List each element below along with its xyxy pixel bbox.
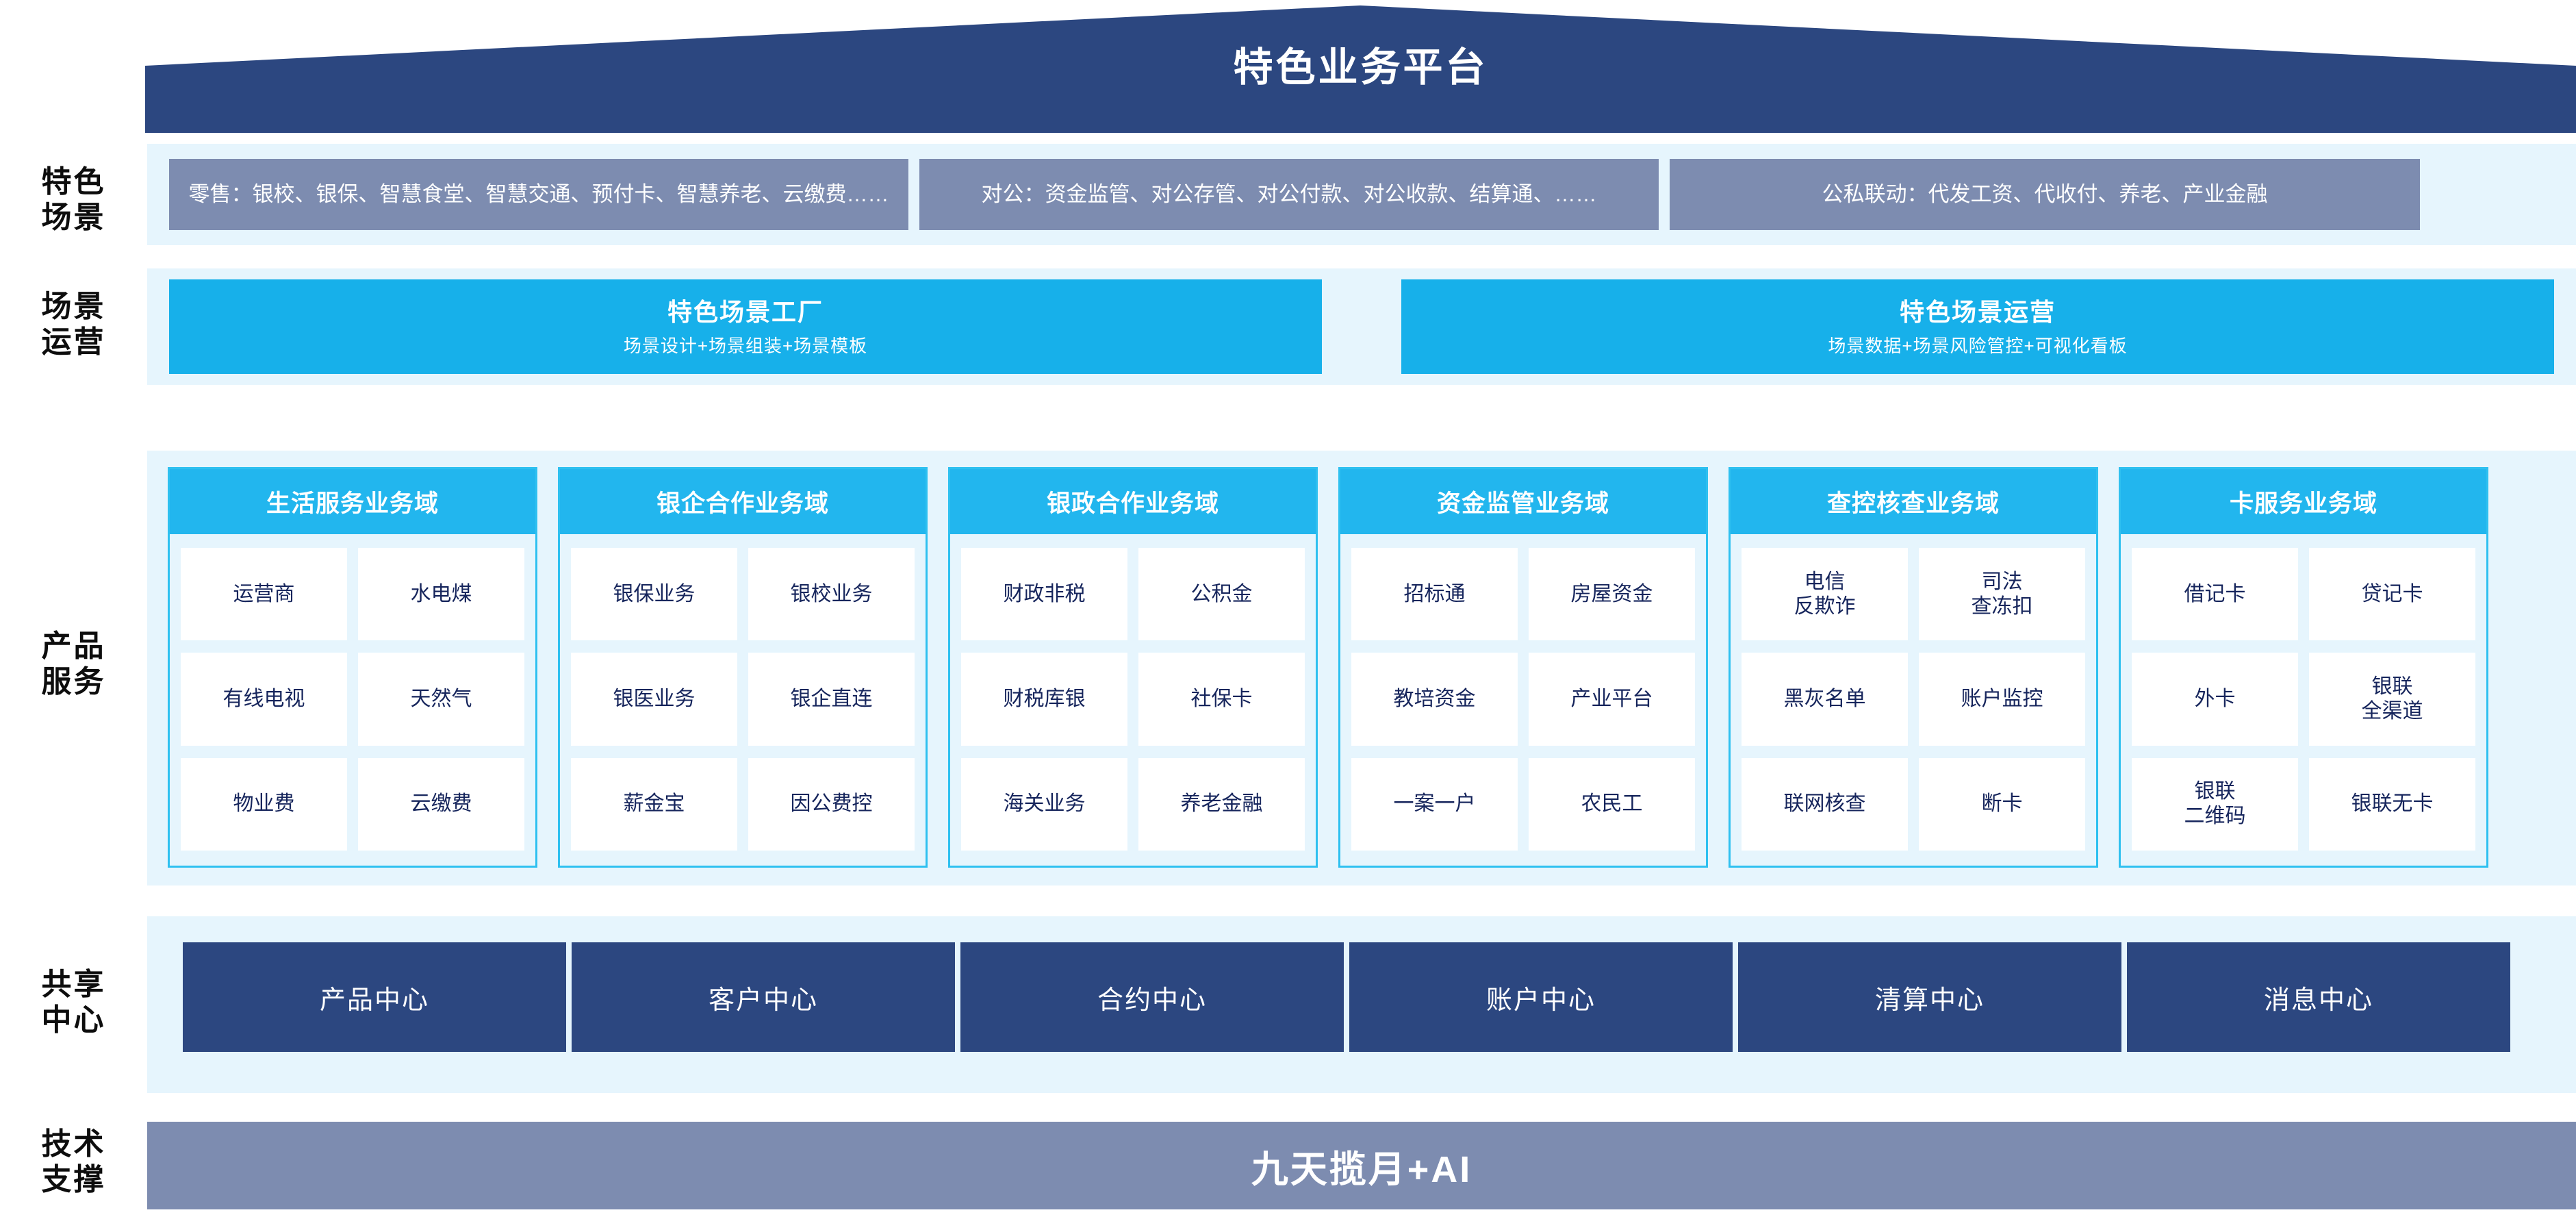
shared-center-band: 产品中心 客户中心 合约中心 账户中心 清算中心 消息中心 <box>147 916 2576 1093</box>
product-band: 生活服务业务域 运营商 水电煤 有线电视 天然气 物业费 云缴费 银企合作业务域… <box>147 451 2576 885</box>
product-column-life-service: 生活服务业务域 运营商 水电煤 有线电视 天然气 物业费 云缴费 <box>168 467 537 868</box>
rail-label-product-line2: 服务 <box>41 664 106 699</box>
operation-box-scene-operation-title: 特色场景运营 <box>1899 297 2056 326</box>
rail-label-product: 产品 服务 <box>7 629 140 700</box>
rail-label-tech-line1: 技术 <box>41 1127 106 1161</box>
product-grid: 运营商 水电煤 有线电视 天然气 物业费 云缴费 <box>170 534 535 866</box>
product-column-life-service-title: 生活服务业务域 <box>170 469 535 534</box>
product-column-fund-supervision: 资金监管业务域 招标通 房屋资金 教培资金 产业平台 一案一户 农民工 <box>1338 467 1708 868</box>
operation-box-scene-factory-title: 特色场景工厂 <box>667 297 824 326</box>
product-item[interactable]: 农民工 <box>1529 757 1695 851</box>
product-column-bank-government: 银政合作业务域 财政非税 公积金 财税库银 社保卡 海关业务 养老金融 <box>948 467 1318 868</box>
product-item[interactable]: 贷记卡 <box>2309 548 2475 641</box>
operation-box-scene-operation[interactable]: 特色场景运营 场景数据+场景风险管控+可视化看板 <box>1401 279 2554 374</box>
product-item[interactable]: 黑灰名单 <box>1742 653 1908 746</box>
operation-band: 特色场景工厂 场景设计+场景组装+场景模板 特色场景运营 场景数据+场景风险管控… <box>147 268 2576 385</box>
shared-center-contract[interactable]: 合约中心 <box>960 942 1344 1052</box>
product-item[interactable]: 养老金融 <box>1138 757 1305 851</box>
product-item[interactable]: 运营商 <box>181 548 347 641</box>
product-grid: 电信反欺诈 司法查冻扣 黑灰名单 账户监控 联网核查 断卡 <box>1731 534 2096 866</box>
product-grid: 借记卡 贷记卡 外卡 银联全渠道 银联二维码 银联无卡 <box>2121 534 2486 866</box>
scenario-box-public-private[interactable]: 公私联动：代发工资、代收付、养老、产业金融 <box>1670 159 2420 230</box>
product-item[interactable]: 水电煤 <box>358 548 524 641</box>
product-column-bank-enterprise: 银企合作业务域 银保业务 银校业务 银医业务 银企直连 薪金宝 因公费控 <box>558 467 928 868</box>
product-item[interactable]: 银联全渠道 <box>2309 653 2475 746</box>
product-item[interactable]: 海关业务 <box>961 757 1127 851</box>
product-column-bank-enterprise-title: 银企合作业务域 <box>560 469 926 534</box>
tech-support-title: 九天揽月+AI <box>1251 1148 1472 1190</box>
shared-center-customer[interactable]: 客户中心 <box>572 942 955 1052</box>
product-item[interactable]: 银企直连 <box>748 653 915 746</box>
operation-box-scene-operation-subtitle: 场景数据+场景风险管控+可视化看板 <box>1828 335 2128 356</box>
product-item[interactable]: 借记卡 <box>2132 548 2298 641</box>
product-item[interactable]: 公积金 <box>1138 548 1305 641</box>
rail-label-operation-line2: 运营 <box>41 325 106 359</box>
scenario-band: 零售：银校、银保、智慧食堂、智慧交通、预付卡、智慧养老、云缴费…… 对公：资金监… <box>147 144 2576 245</box>
product-item[interactable]: 财税库银 <box>961 653 1127 746</box>
product-column-fund-supervision-title: 资金监管业务域 <box>1340 469 1706 534</box>
product-column-bank-government-title: 银政合作业务域 <box>950 469 1316 534</box>
product-grid: 财政非税 公积金 财税库银 社保卡 海关业务 养老金融 <box>950 534 1316 866</box>
platform-title: 特色业务平台 <box>1233 45 1488 90</box>
product-item[interactable]: 联网核查 <box>1742 757 1908 851</box>
product-item[interactable]: 一案一户 <box>1351 757 1518 851</box>
product-item[interactable]: 社保卡 <box>1138 653 1305 746</box>
product-grid: 银保业务 银校业务 银医业务 银企直连 薪金宝 因公费控 <box>560 534 926 866</box>
product-item[interactable]: 外卡 <box>2132 653 2298 746</box>
product-column-card-service-title: 卡服务业务域 <box>2121 469 2486 534</box>
product-column-card-service: 卡服务业务域 借记卡 贷记卡 外卡 银联全渠道 银联二维码 银联无卡 <box>2119 467 2488 868</box>
shared-center-account[interactable]: 账户中心 <box>1349 942 1733 1052</box>
product-item[interactable]: 因公费控 <box>748 757 915 851</box>
rail-label-shared-line2: 中心 <box>41 1003 106 1037</box>
product-item[interactable]: 招标通 <box>1351 548 1518 641</box>
product-item[interactable]: 司法查冻扣 <box>1919 548 2085 641</box>
product-item[interactable]: 银联无卡 <box>2309 757 2475 851</box>
product-grid: 招标通 房屋资金 教培资金 产业平台 一案一户 农民工 <box>1340 534 1706 866</box>
rail-label-scenario: 特色 场景 <box>7 164 140 236</box>
operation-box-scene-factory[interactable]: 特色场景工厂 场景设计+场景组装+场景模板 <box>169 279 1322 374</box>
rail-label-tech: 技术 支撑 <box>7 1127 140 1198</box>
product-item[interactable]: 物业费 <box>181 757 347 851</box>
rail-label-operation: 场景 运营 <box>7 289 140 360</box>
product-item[interactable]: 教培资金 <box>1351 653 1518 746</box>
rail-label-scenario-line2: 场景 <box>41 200 106 234</box>
rail-label-product-line1: 产品 <box>41 629 106 663</box>
product-item[interactable]: 房屋资金 <box>1529 548 1695 641</box>
rail-label-operation-line1: 场景 <box>41 290 106 323</box>
tech-support-bar[interactable]: 九天揽月+AI <box>147 1122 2576 1209</box>
product-item[interactable]: 财政非税 <box>961 548 1127 641</box>
rail-label-tech-line2: 支撑 <box>41 1162 106 1196</box>
product-item[interactable]: 薪金宝 <box>571 757 737 851</box>
shared-center-message[interactable]: 消息中心 <box>2127 942 2510 1052</box>
shared-center-product[interactable]: 产品中心 <box>183 942 566 1052</box>
product-item[interactable]: 产业平台 <box>1529 653 1695 746</box>
product-column-investigation: 查控核查业务域 电信反欺诈 司法查冻扣 黑灰名单 账户监控 联网核查 断卡 <box>1729 467 2098 868</box>
rail-label-shared: 共享 中心 <box>7 967 140 1038</box>
scenario-box-retail[interactable]: 零售：银校、银保、智慧食堂、智慧交通、预付卡、智慧养老、云缴费…… <box>169 159 908 230</box>
roof-shape <box>145 5 2576 133</box>
product-item[interactable]: 云缴费 <box>358 757 524 851</box>
product-item[interactable]: 断卡 <box>1919 757 2085 851</box>
product-item[interactable]: 电信反欺诈 <box>1742 548 1908 641</box>
product-item[interactable]: 银医业务 <box>571 653 737 746</box>
product-item[interactable]: 银保业务 <box>571 548 737 641</box>
rail-label-scenario-line1: 特色 <box>41 165 106 199</box>
product-column-investigation-title: 查控核查业务域 <box>1731 469 2096 534</box>
operation-box-scene-factory-subtitle: 场景设计+场景组装+场景模板 <box>623 335 868 356</box>
shared-center-settlement[interactable]: 清算中心 <box>1738 942 2121 1052</box>
product-item[interactable]: 天然气 <box>358 653 524 746</box>
product-item[interactable]: 有线电视 <box>181 653 347 746</box>
rail-label-shared-line1: 共享 <box>41 968 106 1001</box>
product-item[interactable]: 账户监控 <box>1919 653 2085 746</box>
product-item[interactable]: 银联二维码 <box>2132 757 2298 851</box>
product-item[interactable]: 银校业务 <box>748 548 915 641</box>
platform-roof-banner: 特色业务平台 <box>145 5 2576 133</box>
scenario-box-corporate[interactable]: 对公：资金监管、对公存管、对公付款、对公收款、结算通、…… <box>919 159 1659 230</box>
